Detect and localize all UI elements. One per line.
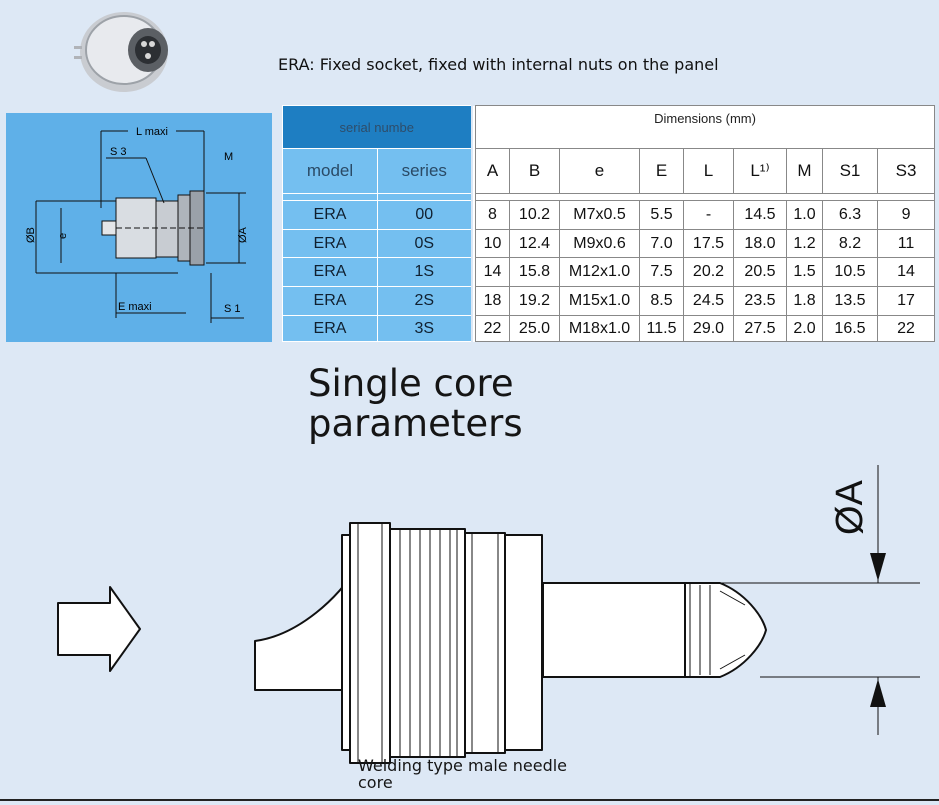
value-cell: 1.5 [786,257,823,287]
value-cell: 9 [876,200,936,230]
value-cell: 20.2 [683,257,734,287]
value-cell: 19.2 [509,286,560,316]
value-cell: 14 [876,257,936,287]
value-cell: 12.4 [509,229,560,258]
dimensions-header: Dimensions (mm) [474,105,936,149]
pin-caption: Welding type male needle core [358,756,568,792]
value-cell: 10.2 [509,200,560,230]
col-header: S3 [876,148,936,194]
value-cell: 16.5 [822,315,878,342]
col-header: L¹⁾ [733,148,787,194]
value-cell: 7.0 [639,229,684,258]
col-header: e [559,148,640,194]
l-maxi-label: L maxi [136,126,168,138]
value-cell: M18x1.0 [559,315,640,342]
value-cell: 13.5 [822,286,878,316]
table-row: ERA 0S 10 12.4 M9x0.6 7.0 17.5 18.0 1.2 … [282,229,936,258]
value-cell: 20.5 [733,257,787,287]
socket-photo [74,12,168,92]
value-cell: 18.0 [733,229,787,258]
value-cell: M12x1.0 [559,257,640,287]
value-cell: 22 [475,315,510,342]
pin-drawing: ØA [57,465,920,764]
value-cell: 23.5 [733,286,787,316]
value-cell: 10.5 [822,257,878,287]
value-cell: 18 [475,286,510,316]
model-cell: ERA [282,286,378,316]
model-cell: ERA [282,315,378,342]
value-cell: - [683,200,734,230]
value-cell: M15x1.0 [559,286,640,316]
serial-number-header: serial numbe [282,105,472,149]
value-cell: 17 [876,286,936,316]
value-cell: 14.5 [733,200,787,230]
value-cell: 29.0 [683,315,734,342]
value-cell: 10 [475,229,510,258]
value-cell: 11.5 [639,315,684,342]
col-header: B [509,148,560,194]
value-cell: 14 [475,257,510,287]
s1-label: S 1 [224,303,241,315]
value-cell: 1.0 [786,200,823,230]
series-header: series [377,148,472,194]
technical-drawing: L maxi S 3 M ØB e ØA E maxi S 1 [6,113,272,342]
dimensions-table: serial numbe Dimensions (mm) model serie… [282,105,936,342]
table-row: ERA 2S 18 19.2 M15x1.0 8.5 24.5 23.5 1.8… [282,286,936,316]
col-header: A [475,148,510,194]
series-cell: 2S [377,286,472,316]
m-label: M [224,151,233,163]
series-cell: 3S [377,315,472,342]
e-maxi-label: E maxi [118,301,152,313]
model-header: model [282,148,378,194]
col-header: L [683,148,734,194]
value-cell: 1.8 [786,286,823,316]
dia-a-label: ØA [237,226,249,243]
value-cell: 8.2 [822,229,878,258]
pin-dia-label: ØA [829,479,871,535]
value-cell: M7x0.5 [559,200,640,230]
model-cell: ERA [282,257,378,287]
value-cell: 17.5 [683,229,734,258]
series-cell: 00 [377,200,472,230]
value-cell: 5.5 [639,200,684,230]
dia-b-label: ØB [25,227,37,243]
value-cell: 11 [876,229,936,258]
e-label: e [57,233,69,239]
col-header: S1 [822,148,878,194]
value-cell: 25.0 [509,315,560,342]
table-row: ERA 1S 14 15.8 M12x1.0 7.5 20.2 20.5 1.5… [282,257,936,287]
col-header: M [786,148,823,194]
col-header: E [639,148,684,194]
divider [0,799,939,801]
table-row: ERA 3S 22 25.0 M18x1.0 11.5 29.0 27.5 2.… [282,315,936,342]
value-cell: 8.5 [639,286,684,316]
model-cell: ERA [282,200,378,230]
value-cell: 27.5 [733,315,787,342]
arrow-icon [57,586,141,672]
value-cell: 24.5 [683,286,734,316]
value-cell: 2.0 [786,315,823,342]
value-cell: 1.2 [786,229,823,258]
value-cell: 22 [876,315,936,342]
value-cell: 8 [475,200,510,230]
caption: ERA: Fixed socket, fixed with internal n… [278,55,719,74]
series-cell: 0S [377,229,472,258]
value-cell: 15.8 [509,257,560,287]
value-cell: 7.5 [639,257,684,287]
table-row: ERA 00 8 10.2 M7x0.5 5.5 - 14.5 1.0 6.3 … [282,200,936,230]
series-cell: 1S [377,257,472,287]
s3-label: S 3 [110,146,127,158]
section-title: Single core parameters [308,362,523,445]
value-cell: 6.3 [822,200,878,230]
model-cell: ERA [282,229,378,258]
value-cell: M9x0.6 [559,229,640,258]
